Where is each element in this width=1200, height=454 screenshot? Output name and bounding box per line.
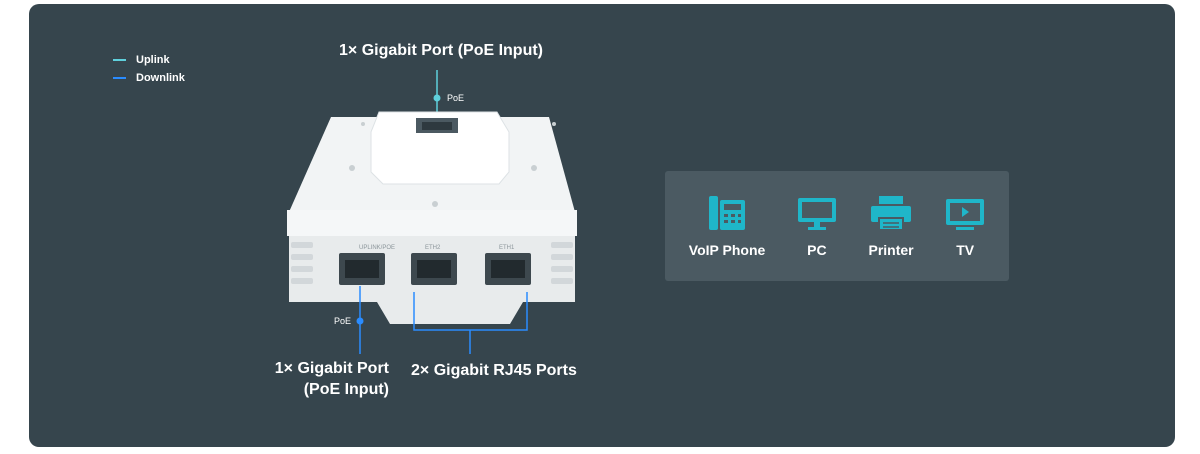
port-label-eth1: ETH1 <box>499 245 515 251</box>
port-label-eth2: ETH2 <box>425 245 441 251</box>
downlink-swatch <box>113 77 126 79</box>
bottom-left-heading-line2: (PoE Input) <box>303 381 389 398</box>
raised-module <box>370 111 510 185</box>
top-port-heading: 1× Gigabit Port (PoE Input) <box>339 42 543 59</box>
rj45-port-eth1 <box>485 253 531 285</box>
pc-monitor-icon <box>797 198 836 230</box>
bottom-poe-tag: PoE <box>334 316 352 326</box>
screw-hole <box>552 122 556 126</box>
tv-icon <box>946 199 985 230</box>
legend-item-downlink: Downlink <box>113 69 185 87</box>
screw-hole <box>531 165 537 171</box>
voip-phone-icon <box>709 196 746 230</box>
connected-devices-card: VoIP Phone PC Printer <box>665 171 1009 281</box>
uplink-swatch <box>113 59 126 61</box>
left-vents <box>291 242 313 284</box>
screw-hole <box>361 122 365 126</box>
screw-hole <box>432 201 438 207</box>
top-poe-tag: PoE <box>447 93 465 103</box>
device-label-voip-phone: VoIP Phone <box>688 242 766 258</box>
device-printer: Printer <box>868 194 914 258</box>
right-vents <box>551 242 573 284</box>
bottom-left-heading-line1: 1× Gigabit Port <box>274 360 389 377</box>
legend-item-uplink: Uplink <box>113 51 185 69</box>
bottom-left-heading: 1× Gigabit Port (PoE Input) <box>269 360 389 399</box>
device-pc: PC <box>797 194 837 258</box>
device-label-printer: Printer <box>868 242 914 258</box>
diagram-panel: Uplink Downlink 1× Gigabit Port (PoE Inp… <box>29 4 1175 447</box>
downlink-bracket <box>413 292 528 354</box>
bottom-poe-dot <box>356 317 364 325</box>
device-label-tv: TV <box>956 242 975 258</box>
legend-label-uplink: Uplink <box>136 54 170 66</box>
device-tv: TV <box>945 194 985 258</box>
wall-plate-device: UPLINK/POE ETH2 ETH1 <box>287 70 577 354</box>
screw-hole <box>349 165 355 171</box>
printer-icon <box>871 196 912 231</box>
uplink-poe-dot <box>433 94 441 102</box>
legend-label-downlink: Downlink <box>136 72 185 84</box>
rj45-port-eth2 <box>411 253 457 285</box>
device-label-pc: PC <box>807 242 827 258</box>
device-voip-phone: VoIP Phone <box>688 194 766 258</box>
rj45-port-uplink <box>339 253 385 285</box>
port-label-uplink: UPLINK/POE <box>359 245 395 251</box>
bottom-right-heading: 2× Gigabit RJ45 Ports <box>411 362 577 379</box>
legend: Uplink Downlink <box>113 51 185 87</box>
